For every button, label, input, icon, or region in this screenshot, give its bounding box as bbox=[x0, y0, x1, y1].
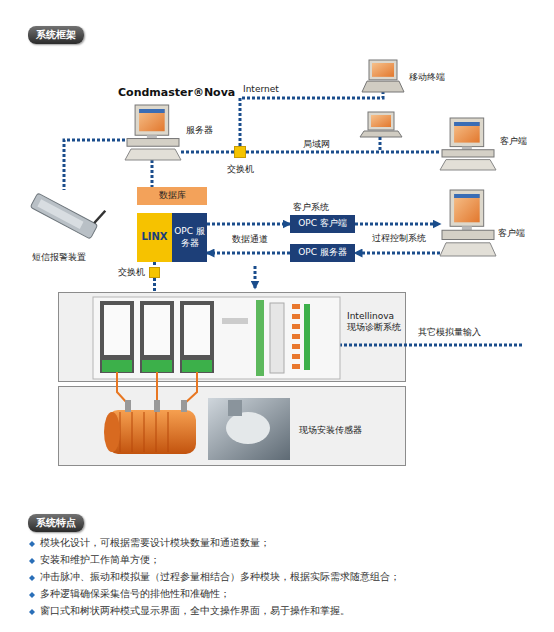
dashed-connector bbox=[207, 252, 290, 255]
dashed-connector bbox=[181, 151, 234, 154]
section-title: 系统框架 bbox=[28, 26, 84, 44]
down-arrow bbox=[254, 266, 257, 288]
lan-drop bbox=[379, 137, 382, 152]
input-label: 其它模拟量输入 bbox=[418, 326, 481, 339]
server-computer: 服务器 bbox=[125, 105, 181, 160]
unlabeled-laptop bbox=[360, 112, 402, 137]
node-label: 交换机 bbox=[118, 267, 145, 278]
sensor-frame: 现场安装传感器 bbox=[58, 386, 406, 466]
opc-client-box: OPC 客户端 bbox=[290, 215, 355, 233]
node-label: OPC 服务器 bbox=[298, 247, 347, 258]
feature-item: 窗口式和树状两种模式显示界面，全中文操作界面，易于操作和掌握。 bbox=[40, 605, 350, 618]
client-computer: 客户端 bbox=[440, 118, 496, 170]
dashed-connector bbox=[246, 151, 440, 154]
node-label: 服务器 bbox=[186, 125, 213, 136]
product-brand: Condmaster®Nova bbox=[118, 86, 235, 99]
feature-item: 多种逻辑确保采集信号的排他性和准确性； bbox=[40, 588, 230, 601]
dashed-connector bbox=[240, 92, 383, 146]
section-title: 系统特点 bbox=[28, 514, 84, 532]
feature-item: 冲击脉冲、振动和模拟量（过程参量相结合）多种模块，根据实际需求随意组合； bbox=[40, 571, 400, 584]
node-label: Intellinova 现场诊断系统 bbox=[347, 311, 405, 334]
dashed-connector bbox=[355, 223, 440, 226]
connector-label: Internet bbox=[243, 84, 279, 94]
node-label: 现场安装传感器 bbox=[299, 425, 362, 436]
dashed-connector bbox=[153, 278, 156, 292]
group-label: 过程控制系统 bbox=[372, 232, 426, 245]
computer-icon bbox=[440, 118, 496, 170]
network-switch: 交换机 bbox=[149, 267, 160, 278]
node-label: 数据库 bbox=[159, 190, 186, 201]
linx-box: LINX bbox=[137, 213, 172, 262]
dashed-connector bbox=[355, 252, 440, 255]
node-label: 交换机 bbox=[227, 164, 254, 175]
node-label: OPC 服务器 bbox=[172, 226, 207, 249]
mobile-terminal: 移动终端 bbox=[365, 60, 401, 92]
opc-server-box: OPC 服务器 bbox=[290, 244, 355, 262]
feature-item: 安装和维护工作简单方便； bbox=[40, 554, 160, 567]
diagnosis-system-frame: Intellinova 现场诊断系统 bbox=[58, 292, 406, 382]
database-box: 数据库 bbox=[137, 187, 207, 205]
dashed-connector bbox=[64, 140, 125, 190]
computer-icon bbox=[125, 105, 181, 160]
node-label: LINX bbox=[141, 231, 167, 244]
feature-item: 模块化设计，可根据需要设计模块数量和通道数量； bbox=[40, 537, 270, 550]
group-label: 客户系统 bbox=[293, 201, 329, 214]
connector-label: 数据通道 bbox=[232, 233, 268, 246]
computer-icon bbox=[440, 190, 496, 256]
sms-alarm-device: 短信报警装置 bbox=[28, 190, 100, 242]
network-switch: 交换机 bbox=[234, 146, 246, 158]
client-computer: 客户端 bbox=[440, 190, 496, 256]
node-label: 短信报警装置 bbox=[32, 252, 86, 263]
node-label: 客户端 bbox=[500, 136, 527, 147]
node-label: OPC 客户端 bbox=[298, 218, 347, 229]
bullet-markers bbox=[29, 541, 35, 615]
node-label: 客户端 bbox=[498, 228, 525, 239]
node-label: 移动终端 bbox=[409, 72, 445, 83]
opc-server-box: OPC 服务器 bbox=[172, 213, 207, 262]
device-icon bbox=[28, 190, 100, 242]
connector-label: 局域网 bbox=[303, 138, 330, 151]
computer-icon bbox=[365, 60, 401, 92]
dashed-connector bbox=[151, 160, 154, 187]
dashed-connector bbox=[207, 223, 290, 226]
